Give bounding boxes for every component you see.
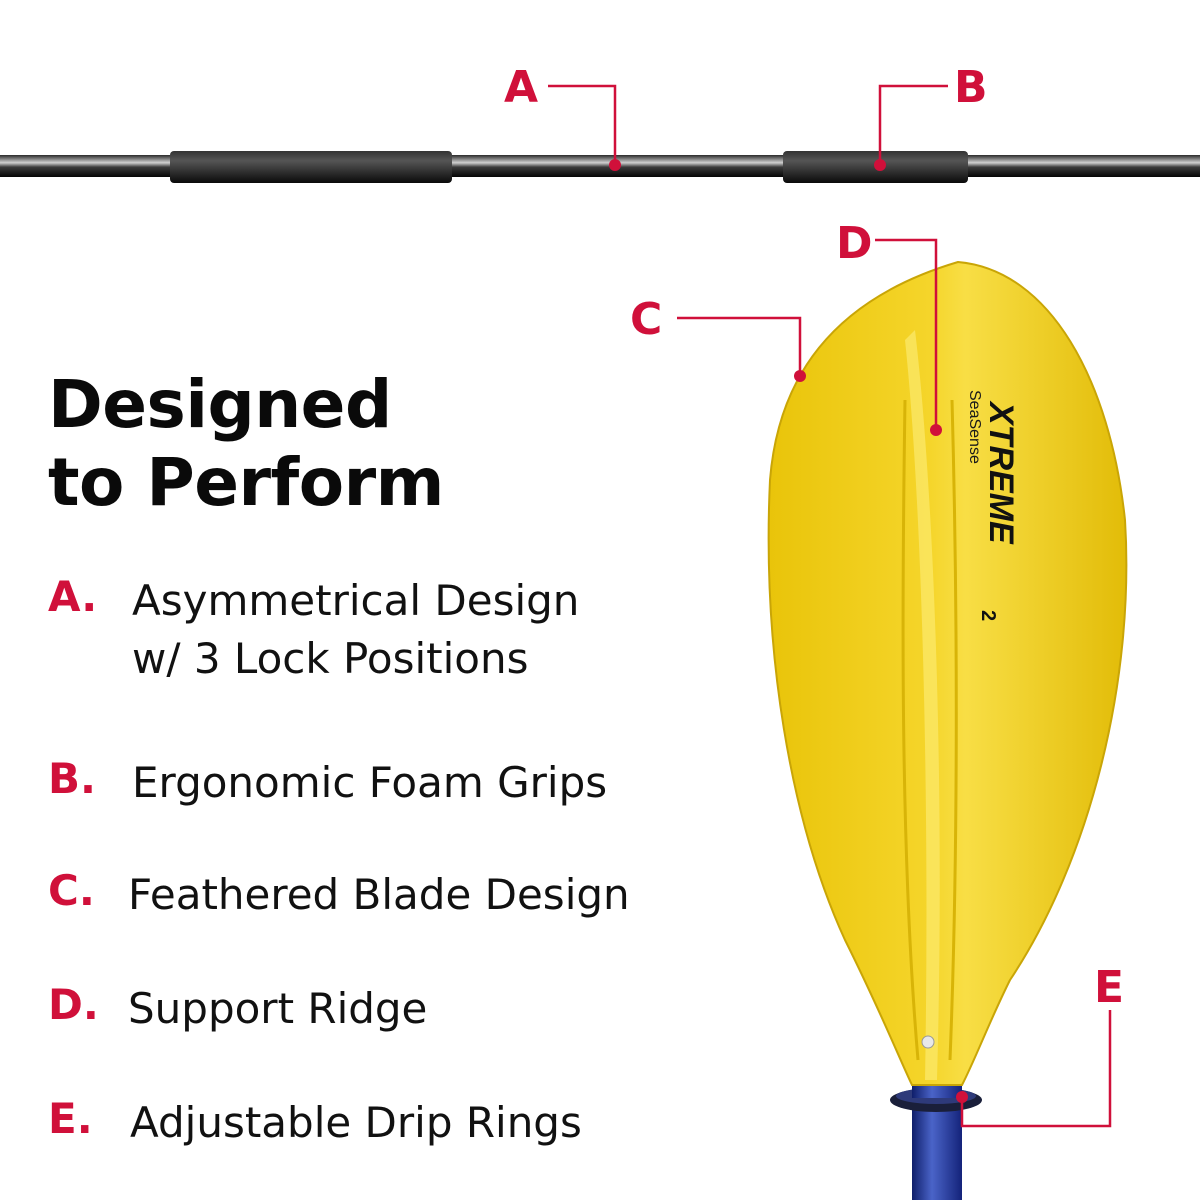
leader-a — [548, 84, 617, 165]
blade-logo: SeaSense XTREME 2 — [966, 390, 1020, 621]
feature-letter: D. — [48, 980, 99, 1029]
feature-letter: A. — [48, 572, 98, 621]
feature-letter: E. — [48, 1094, 93, 1143]
callout-e: E — [1094, 962, 1125, 1013]
foam-grip-left — [170, 151, 452, 183]
callout-a: A — [504, 62, 539, 113]
feature-letter: B. — [48, 754, 96, 803]
leader-d — [875, 238, 938, 430]
callout-b: B — [954, 62, 988, 113]
paddle-blade — [767, 260, 1128, 1086]
feature-text: Asymmetrical Design w/ 3 Lock Positions — [132, 572, 579, 688]
feature-letter: C. — [48, 866, 95, 915]
feature-text: Feathered Blade Design — [128, 866, 630, 924]
support-ridge — [905, 330, 940, 1080]
feature-text-line-1: Feathered Blade Design — [128, 870, 630, 919]
blade-shaft — [912, 1100, 962, 1200]
svg-text:SeaSense: SeaSense — [966, 390, 983, 464]
feature-text-line-1: Ergonomic Foam Grips — [132, 758, 608, 807]
leader-c — [677, 316, 802, 376]
svg-text:XTREME: XTREME — [982, 400, 1020, 545]
leader-e — [960, 1010, 1112, 1128]
svg-text:2: 2 — [977, 610, 999, 621]
title-line-1: Designed — [48, 366, 392, 443]
feature-text: Support Ridge — [128, 980, 427, 1038]
callout-d: D — [836, 218, 873, 269]
feature-text-line-1: Adjustable Drip Rings — [130, 1098, 582, 1147]
feature-text: Ergonomic Foam Grips — [132, 754, 607, 812]
callout-c: C — [630, 294, 663, 345]
leader-b — [878, 84, 948, 165]
page-title: Designed to Perform — [48, 366, 444, 522]
feature-text-line-1: Asymmetrical Design — [132, 576, 580, 625]
title-line-2: to Perform — [48, 444, 444, 521]
feature-text-line-1: Support Ridge — [128, 984, 428, 1033]
feature-text-line-2: w/ 3 Lock Positions — [132, 634, 529, 683]
callout-leaders — [548, 84, 1112, 1128]
feature-text: Adjustable Drip Rings — [130, 1094, 582, 1152]
callout-dots — [609, 159, 968, 1103]
